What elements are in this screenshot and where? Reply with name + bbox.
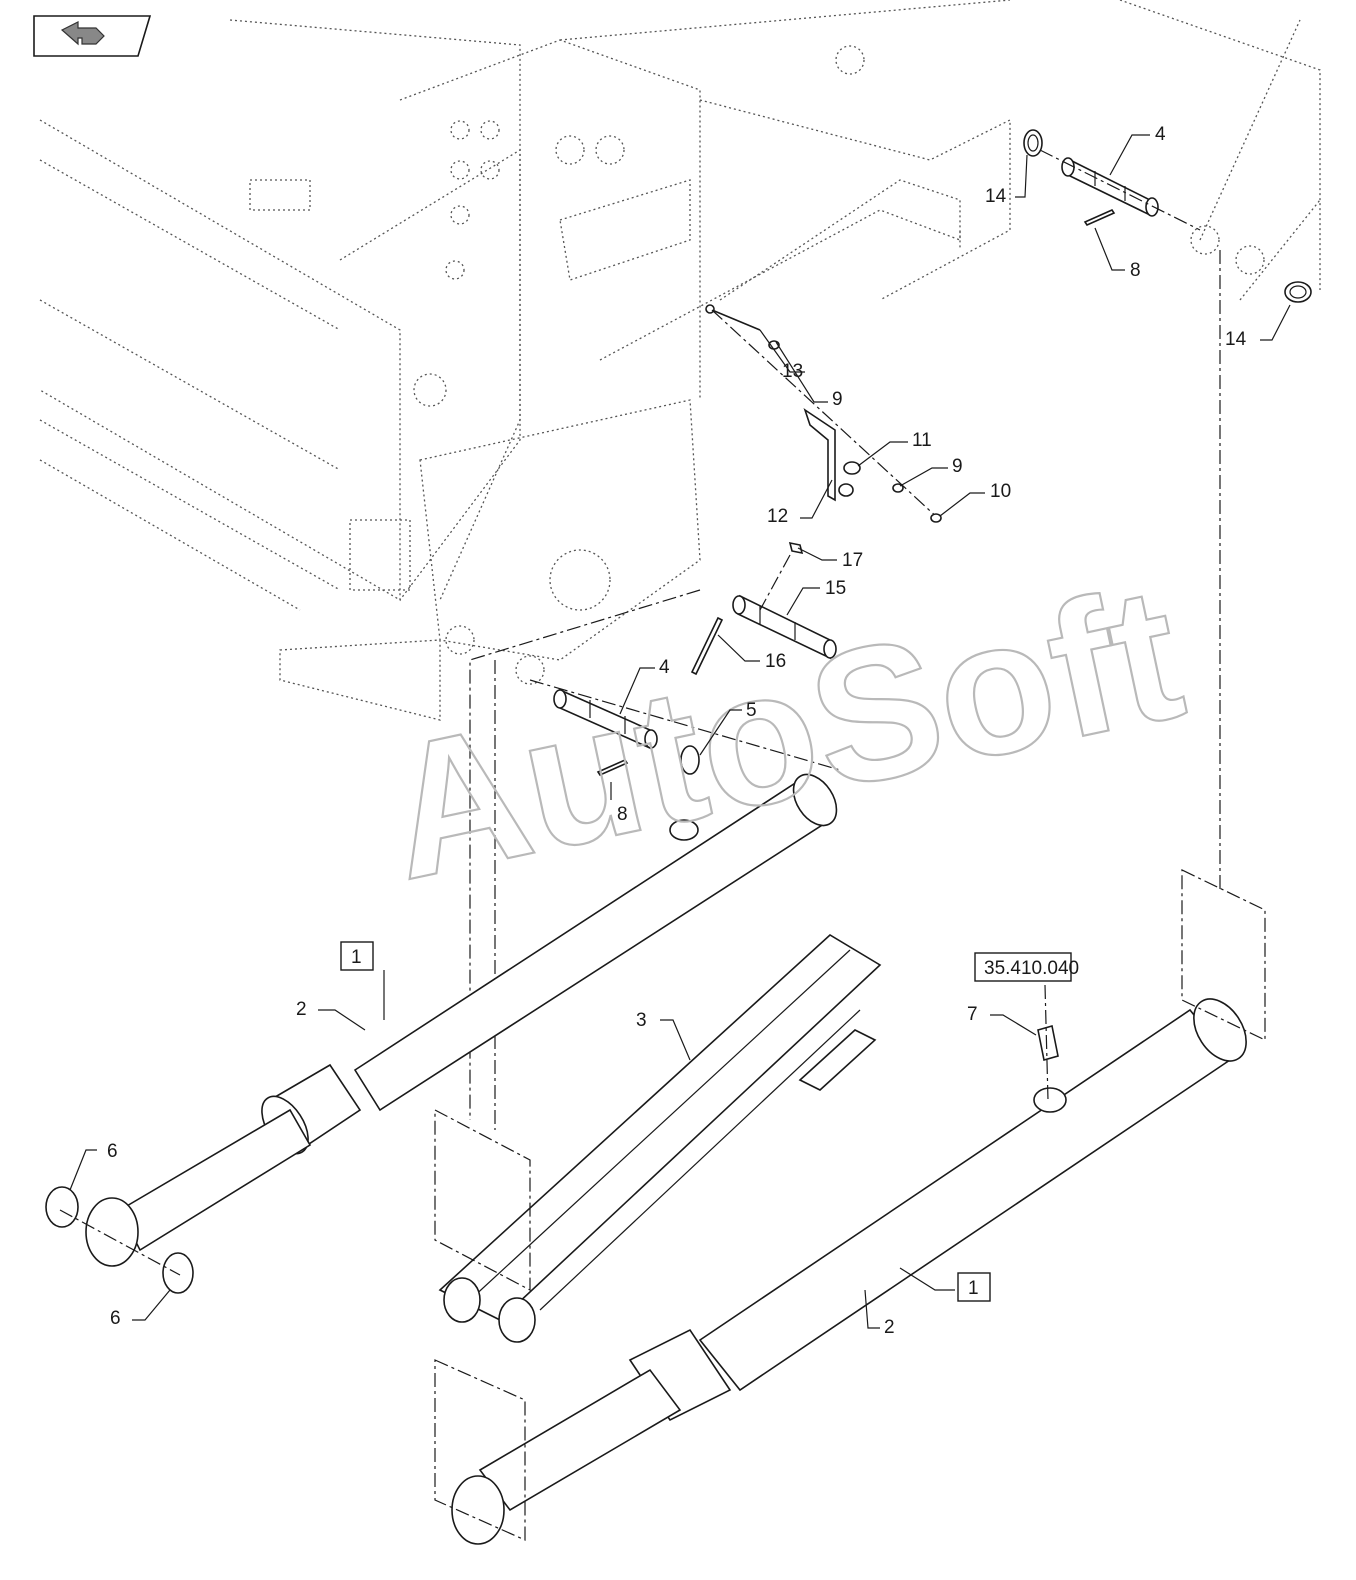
callout-10: 10 <box>990 481 1011 502</box>
callout-14-right: 14 <box>1225 329 1247 350</box>
roll-pin-8-upper <box>1083 208 1116 227</box>
washer-14-upper <box>1023 129 1043 157</box>
rod-eye-left <box>85 1197 139 1267</box>
callout-17: 17 <box>842 550 863 571</box>
callout-9-lower: 9 <box>952 456 963 477</box>
callout-box-1-right <box>957 1272 991 1302</box>
callout-15: 15 <box>825 578 846 599</box>
cylinder-cover-3 <box>438 934 882 1343</box>
bushing-6-upper <box>45 1186 79 1228</box>
callout-4-upper: 4 <box>1155 124 1166 145</box>
callout-11: 11 <box>912 430 932 451</box>
callout-4-lower: 4 <box>659 657 670 678</box>
callout-8-lower: 8 <box>617 804 628 825</box>
pin-4-upper <box>1061 157 1159 217</box>
callout-16: 16 <box>765 651 786 672</box>
port-boss <box>1033 1087 1067 1113</box>
callout-6-upper: 6 <box>107 1141 118 1162</box>
hydraulic-cylinder-2-right <box>451 998 1247 1545</box>
roll-pin-8-lower <box>596 758 629 777</box>
hydraulic-cylinder-2-left <box>45 773 838 1294</box>
break-frame-middle <box>434 1109 531 1291</box>
callout-2-right: 2 <box>884 1317 895 1338</box>
callout-leaders <box>69 134 1291 1329</box>
washer-5 <box>680 745 700 775</box>
bushing-11 <box>838 461 861 497</box>
callout-7: 7 <box>967 1004 978 1025</box>
callout-12: 12 <box>767 506 788 527</box>
callout-9-upper: 9 <box>832 389 843 410</box>
callout-1-right: 1 <box>968 1278 979 1299</box>
fitting-7 <box>1037 984 1059 1101</box>
callout-6-lower: 6 <box>110 1308 121 1329</box>
callout-numbers: 4 14 8 14 13 9 11 9 10 12 17 15 16 4 5 8… <box>107 124 1247 1338</box>
bushing-6-lower <box>162 1252 194 1294</box>
nut-10 <box>930 513 942 523</box>
callout-3: 3 <box>636 1010 647 1031</box>
callout-14-upper: 14 <box>985 186 1007 207</box>
back-button[interactable] <box>33 15 152 57</box>
break-frame-bottom <box>434 1359 526 1541</box>
rod-eye-right <box>451 1475 505 1545</box>
callout-box-1-left <box>340 941 374 971</box>
centerline-upper <box>1039 149 1201 231</box>
grease-fitting-17 <box>788 541 804 555</box>
pin-4-lower <box>553 688 658 750</box>
reference-box[interactable] <box>974 952 1072 982</box>
callout-13: 13 <box>782 361 803 382</box>
callout-1-left: 1 <box>351 947 362 968</box>
port-fitting <box>669 819 699 841</box>
bolt-13 <box>705 304 761 331</box>
reference-number[interactable]: 35.410.040 <box>984 958 1079 979</box>
callout-2-left: 2 <box>296 999 307 1020</box>
bracket-12 <box>803 408 836 502</box>
pin-15 <box>732 594 837 660</box>
return-arrow-icon <box>60 21 105 46</box>
washer-14-right <box>1284 281 1312 303</box>
machine-frame <box>39 0 1321 721</box>
bolt-16 <box>690 616 724 676</box>
break-frame-right <box>1181 869 1266 1041</box>
callout-8-upper: 8 <box>1130 260 1141 281</box>
callout-5: 5 <box>746 700 757 721</box>
watermark-text: AutoSoft <box>369 546 1197 920</box>
